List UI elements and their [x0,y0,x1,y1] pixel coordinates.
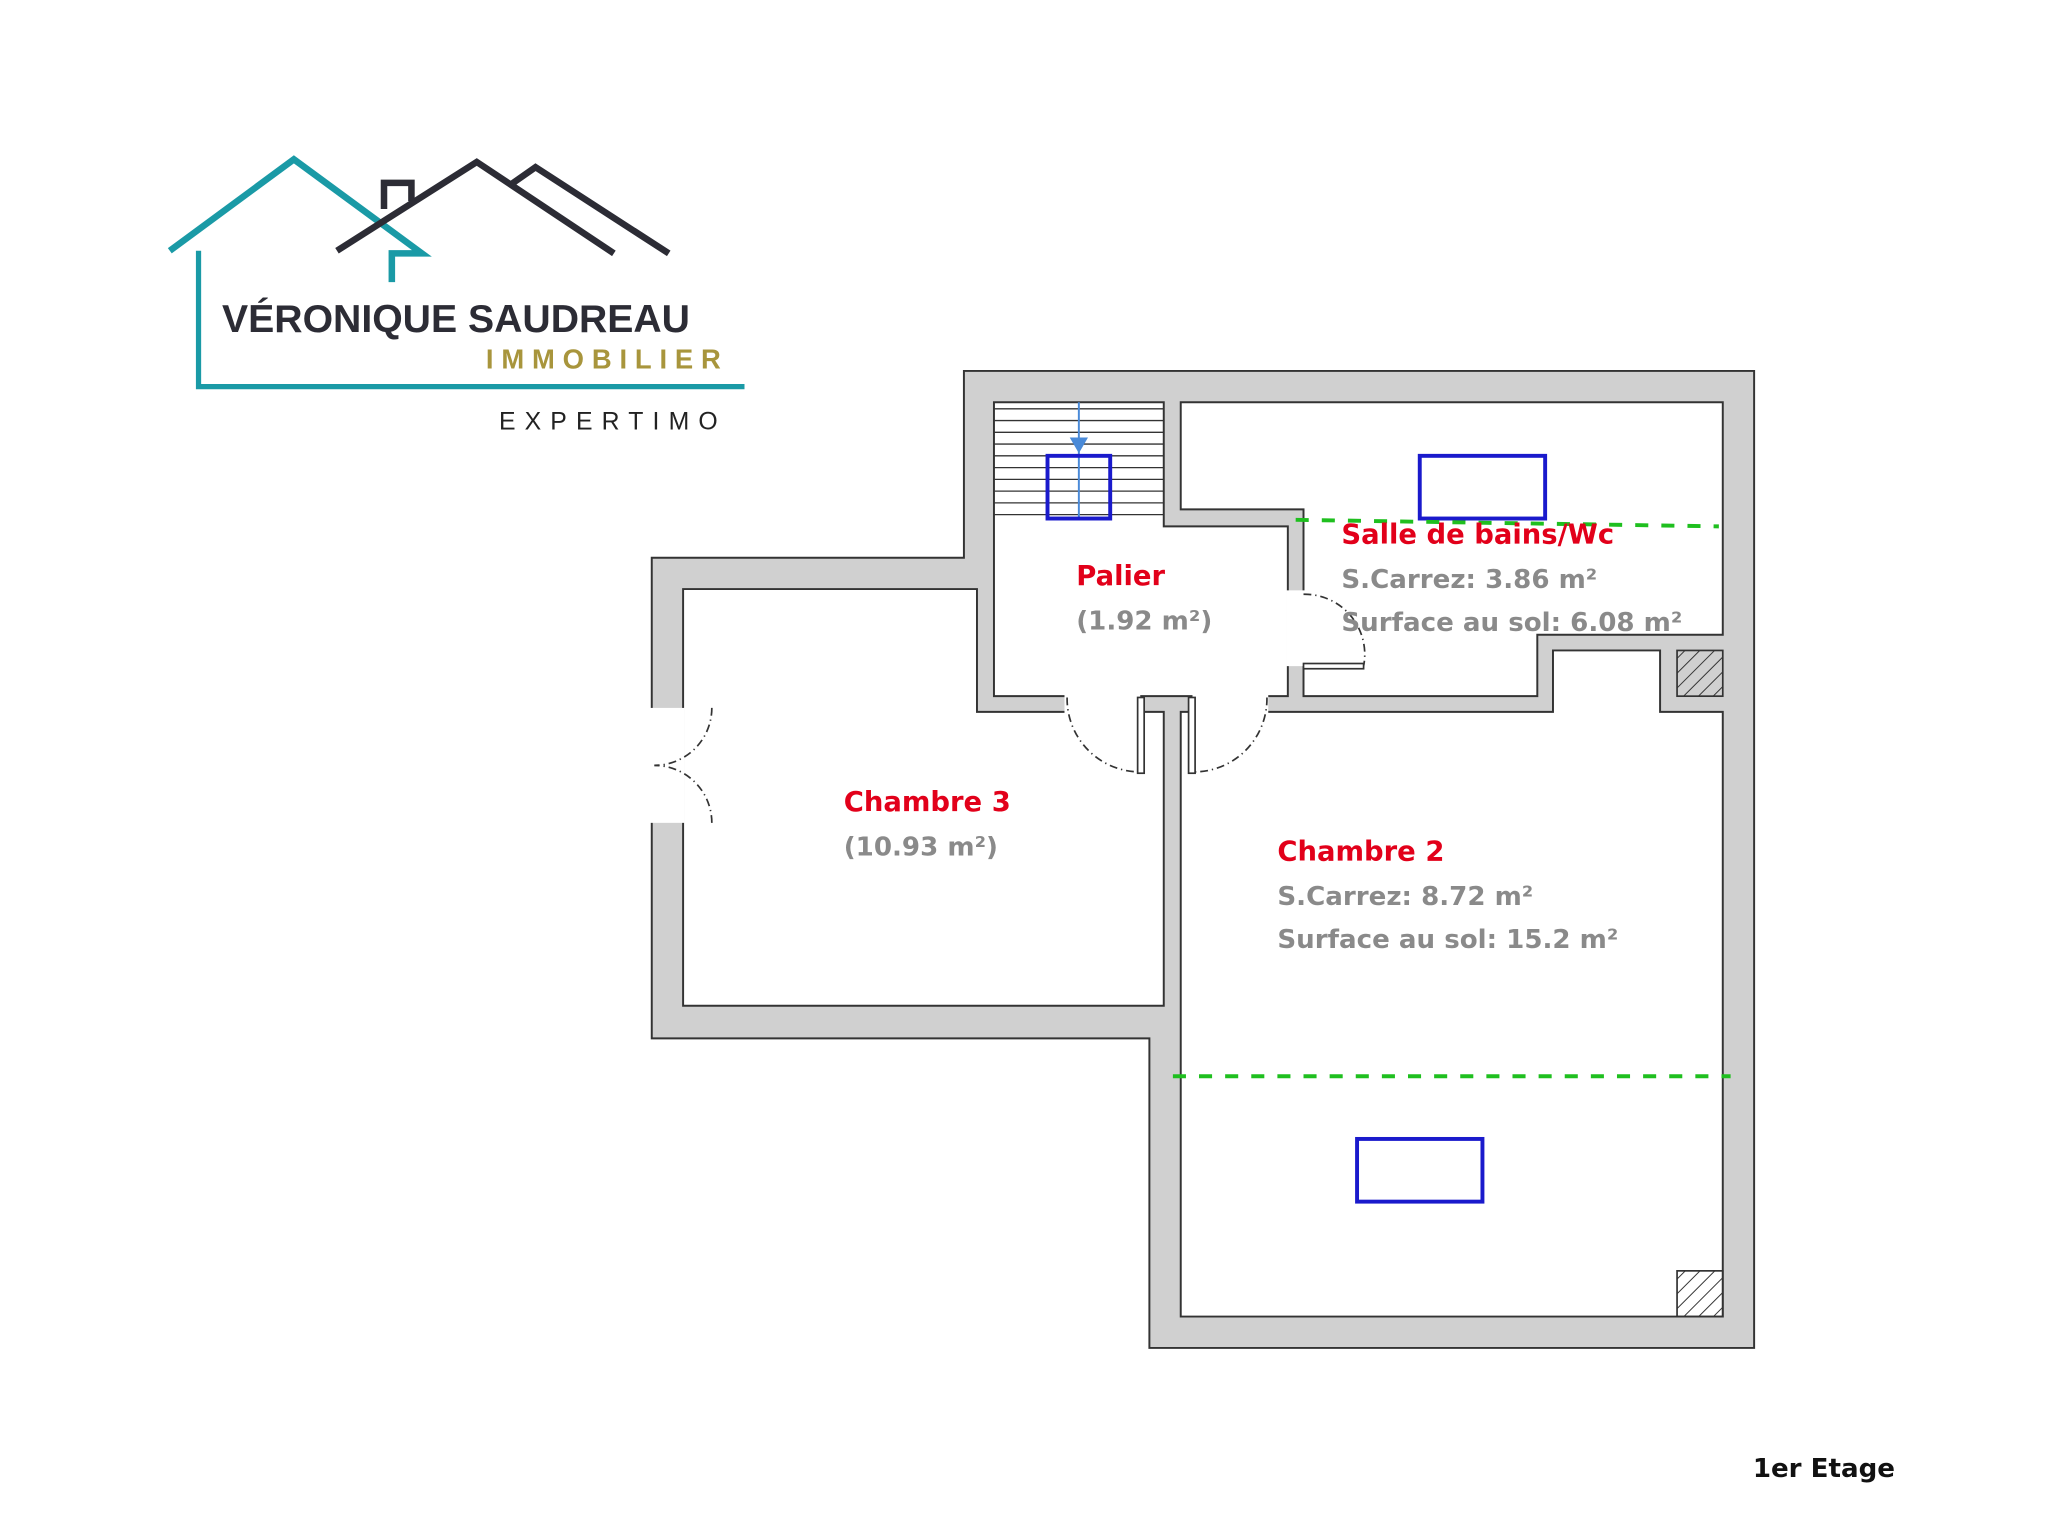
salle-carrez: S.Carrez: 3.86 m² [1341,565,1597,595]
skylight-stair [1045,453,1113,521]
logo-chimney [380,179,415,209]
logo-name: VÉRONIQUE SAUDREAU [222,297,690,341]
palier-label: Palier [1076,561,1165,592]
door-leaf-ch2 [1187,696,1196,775]
logo-subtitle: IMMOBILIER [486,343,729,374]
stair-arrow-icon [1069,437,1088,454]
door-arc-ch2 [1192,697,1268,773]
door-leaf-ch3 [1136,696,1146,775]
carrez-limit-line-bath [1295,517,1719,529]
chambre3-label: Chambre 3 [844,787,1011,818]
logo-house-wall [195,250,745,390]
duct-upper [1676,649,1724,698]
agency-logo: VÉRONIQUE SAUDREAU IMMOBILIER EXPERTIMO [167,155,745,436]
chambre3-area: (10.93 m²) [844,833,998,863]
room-chambre-3 [682,588,1165,1007]
room-palier [992,401,1289,698]
logo-house-teal [167,155,432,283]
room-salle-de-bains [1179,401,1724,698]
door-opening-palier-ch2 [1192,694,1269,715]
door-opening-palier-bath [1286,590,1307,667]
skylight-bath [1417,453,1548,521]
chambre2-carrez: S.Carrez: 8.72 m² [1277,882,1533,912]
door-arc-ch3 [1066,697,1141,773]
chambre2-sol: Surface au sol: 15.2 m² [1277,925,1618,955]
salle-sol: Surface au sol: 6.08 m² [1341,608,1682,638]
skylight-chambre2 [1355,1136,1485,1204]
logo-roof-dark-2 [507,163,671,257]
floor-label: 1er Etage [1753,1454,1895,1484]
door-opening-palier-ch3 [1064,694,1141,715]
room-chambre-2 [1179,649,1724,1318]
door-arc-bath [1303,593,1366,667]
door-leaf-bath [1302,662,1365,670]
salle-label: Salle de bains/Wc [1341,519,1614,550]
logo-tagline: EXPERTIMO [499,409,727,436]
chambre2-label: Chambre 2 [1277,837,1444,868]
duct-lower [1676,1270,1724,1318]
palier-area: (1.92 m²) [1076,607,1212,637]
logo-roof-dark [335,158,616,257]
